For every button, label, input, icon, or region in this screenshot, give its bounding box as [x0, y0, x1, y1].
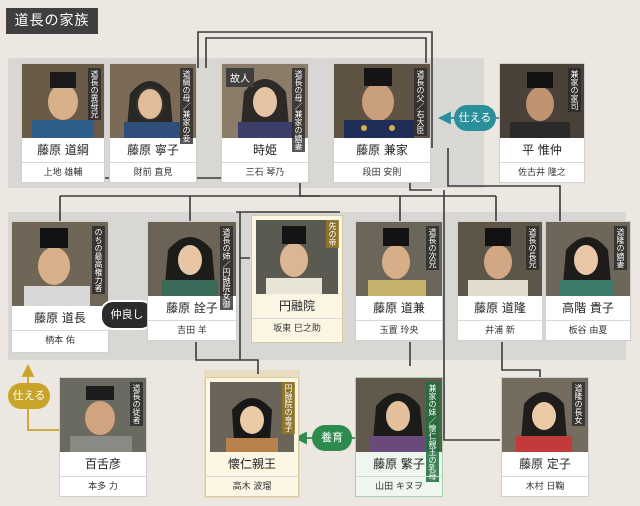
name-tokihime: 時姫: [222, 138, 308, 163]
name-michinaga: 藤原 道長: [12, 306, 108, 331]
card-sadako: 道隆の長女 藤原 定子 木村 日鞠: [502, 378, 588, 496]
name-michikane: 藤原 道兼: [356, 296, 442, 321]
name-neiko: 藤原 寧子: [110, 138, 196, 163]
name-takako: 高階 貴子: [546, 296, 630, 321]
card-akiko: 道長の姉／円融院女御 藤原 詮子 吉田 羊: [148, 222, 236, 340]
relation-serves-top: 仕える: [454, 105, 496, 131]
portrait-kaneyasu: [210, 382, 294, 452]
description-korenaka: 兼家の家司: [568, 68, 581, 112]
name-enyuin: 円融院: [252, 294, 342, 319]
relation-serves-left: 仕える: [8, 383, 50, 409]
card-michitaka: 道長の長兄 藤原 道隆 井浦 新: [458, 222, 542, 340]
description-michikane: 道長の次兄: [426, 226, 439, 270]
card-kaneie: 道長の父／右大臣 藤原 兼家 段田 安則: [334, 64, 430, 182]
name-michitaka: 藤原 道隆: [458, 296, 542, 321]
card-hyakushi: 道長の従者 百舌彦 本多 力: [60, 378, 146, 496]
description-sadako: 道隆の長女: [572, 382, 585, 426]
actor-hyakushi: 本多 力: [88, 482, 118, 492]
name-michitsuna: 藤原 道綱: [22, 138, 104, 163]
card-michitsuna: 道長の異母兄 藤原 道綱 上地 雄輔: [22, 64, 104, 182]
diagram-title: 道長の家族: [6, 8, 98, 34]
card-neiko: 道綱の母／兼家の妾 藤原 寧子 財前 直見: [110, 64, 196, 182]
description-enyuin: 先の帝: [326, 220, 339, 248]
card-kaneyasu: 円融院の皇子 懐仁親王 高木 波瑠: [206, 378, 298, 496]
description-tokihime: 道長の母／兼家の嫡妻: [292, 68, 305, 152]
description-takako: 道隆の嫡妻: [614, 226, 627, 270]
actor-michitaka: 井浦 新: [485, 326, 515, 336]
name-shigeko: 藤原 繁子: [356, 452, 442, 477]
name-kaneie: 藤原 兼家: [334, 138, 430, 163]
description-michinaga: のちの最高権力者: [92, 226, 105, 294]
actor-enyuin: 坂東 巳之助: [273, 324, 321, 334]
actor-korenaka: 佐古井 隆之: [518, 168, 566, 178]
card-takako: 道隆の嫡妻 高階 貴子 板谷 由夏: [546, 222, 630, 340]
name-sadako: 藤原 定子: [502, 452, 588, 477]
actor-neiko: 財前 直見: [133, 168, 173, 178]
description-neiko: 道綱の母／兼家の妾: [180, 68, 193, 144]
actor-akiko: 吉田 羊: [177, 326, 207, 336]
description-shigeko: 兼家の妹／懐仁親王の乳母: [426, 382, 439, 482]
name-kaneyasu: 懐仁親王: [206, 452, 298, 477]
name-korenaka: 平 惟仲: [500, 138, 584, 163]
relation-raise-badge: 養育: [312, 425, 352, 451]
card-michikane: 道長の次兄 藤原 道兼 玉置 玲央: [356, 222, 442, 340]
description-michitsuna: 道長の異母兄: [88, 68, 101, 120]
actor-kaneie: 段田 安則: [362, 168, 402, 178]
description-kaneyasu: 円融院の皇子: [282, 382, 295, 434]
actor-michikane: 玉置 玲央: [379, 326, 419, 336]
actor-kaneyasu: 高木 波瑠: [232, 482, 272, 492]
actor-michinaga: 柄本 佑: [45, 336, 75, 346]
card-michinaga: のちの最高権力者 藤原 道長 柄本 佑: [12, 222, 108, 352]
description-michitaka: 道長の長兄: [526, 226, 539, 270]
name-hyakushi: 百舌彦: [60, 452, 146, 477]
name-akiko: 藤原 詮子: [148, 296, 236, 321]
description-hyakushi: 道長の従者: [130, 382, 143, 426]
card-enyuin: 先の帝 円融院 坂東 巳之助: [252, 216, 342, 342]
description-kaneie: 道長の父／右大臣: [414, 68, 427, 136]
actor-michitsuna: 上地 雄輔: [43, 168, 83, 178]
card-korenaka: 兼家の家司 平 惟仲 佐古井 隆之: [500, 64, 584, 182]
actor-shigeko: 山田 キヌヲ: [375, 482, 423, 492]
actor-tokihime: 三石 琴乃: [245, 168, 285, 178]
actor-sadako: 木村 日鞠: [525, 482, 565, 492]
relation-close-badge: 仲良し: [100, 300, 154, 330]
description-akiko: 道長の姉／円融院女御: [220, 226, 233, 310]
portrait-enyuin: [256, 220, 338, 294]
card-tokihime: 故人 道長の母／兼家の嫡妻 時姫 三石 琴乃: [222, 64, 308, 182]
card-shigeko: 兼家の妹／懐仁親王の乳母 藤原 繁子 山田 キヌヲ: [356, 378, 442, 496]
actor-takako: 板谷 由夏: [568, 326, 608, 336]
deceased-tag: 故人: [226, 68, 254, 87]
